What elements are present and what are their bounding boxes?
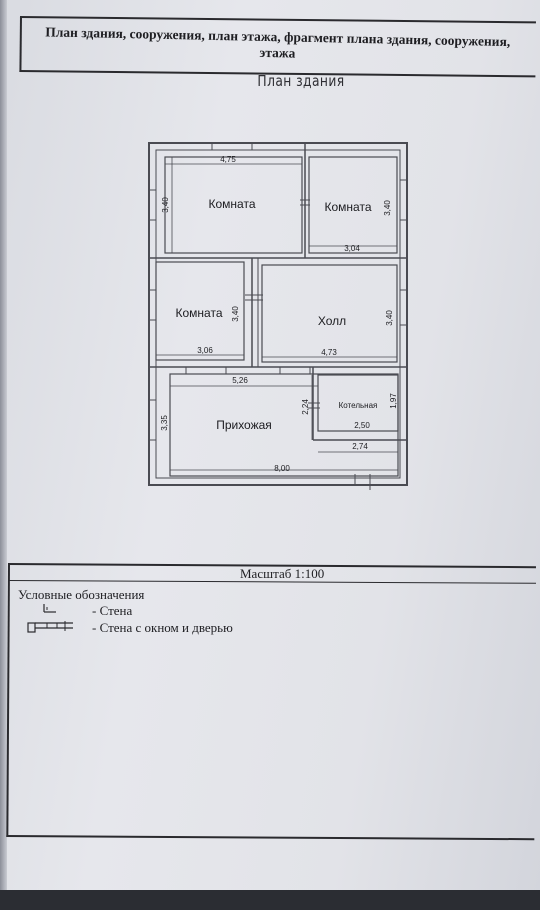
window-marker [148, 399, 157, 441]
room-outline [261, 264, 398, 363]
dimension-label: 2,74 [352, 442, 368, 451]
legend-item-wall-window-door: - Стена с окном и дверью [92, 620, 233, 635]
window-marker [399, 289, 408, 326]
dimension-label: 1,97 [389, 393, 398, 409]
dimension-label: 3,40 [383, 200, 392, 216]
dimension-label: 3,35 [160, 415, 169, 431]
scale-label: Масштаб 1:100 [240, 566, 325, 581]
dimension-label: 3,40 [385, 310, 394, 326]
window-marker [211, 142, 253, 151]
dimension-label: 5,26 [232, 376, 248, 385]
room-label: Комната [325, 200, 372, 214]
window-marker [148, 289, 157, 321]
window-marker [185, 366, 227, 375]
dimension-label: 3,06 [197, 346, 213, 355]
room-label: Комната [176, 306, 223, 320]
dimension-label: 4,73 [321, 348, 337, 357]
dimension-label: 3,40 [231, 306, 240, 322]
dimension-label: 8,00 [274, 464, 290, 473]
legend-frame [6, 563, 536, 841]
dimension-label: 3,40 [161, 197, 170, 213]
plan-caption: План здания [257, 72, 345, 90]
room-label: Прихожая [216, 418, 272, 432]
wall-symbol-icon [43, 604, 56, 613]
document-page: План здания, сооружения, план этажа, фра… [0, 0, 540, 890]
room-label: Котельная [339, 401, 378, 410]
dimension-label: 4,75 [220, 155, 236, 164]
wall-window-door-symbol-icon [27, 621, 73, 633]
room-label: Комната [209, 197, 256, 211]
window-marker [399, 179, 408, 221]
dimension-label: 2,24 [301, 399, 310, 415]
room-label: Холл [318, 314, 346, 328]
floor-plan-drawing: Комната Комната Комната Холл Котельная П… [148, 142, 408, 490]
legend-item-wall: - Стена [92, 603, 133, 618]
legend-title: Условные обозначения [18, 587, 145, 602]
dimension-label: 3,04 [344, 244, 360, 253]
dimension-label: 2,50 [354, 421, 370, 430]
window-marker [148, 189, 157, 221]
window-marker [279, 366, 311, 375]
